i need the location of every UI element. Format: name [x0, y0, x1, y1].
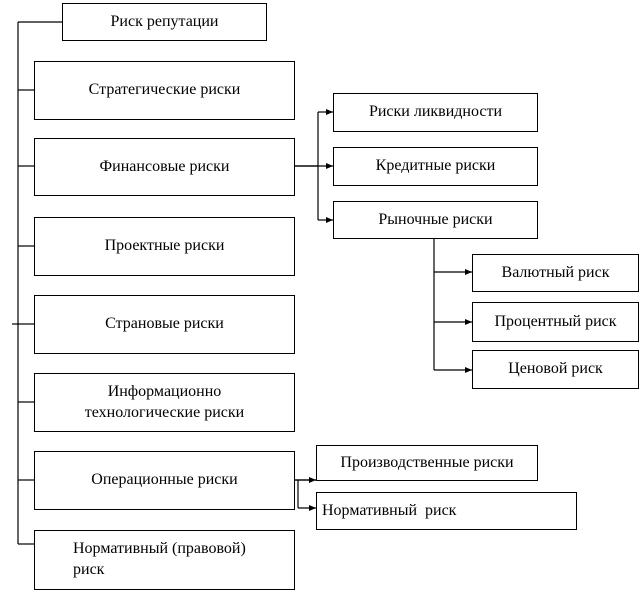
financial-risks-box: Финансовые риски: [34, 138, 295, 196]
market-risks-label: Рыночные риски: [378, 210, 493, 228]
normative-legal-risk-text: Нормативный (правовой) риск: [73, 539, 246, 581]
credit-risks-box: Кредитные риски: [333, 147, 538, 186]
project-risks-label: Проектные риски: [104, 237, 225, 255]
operational-risks-box: Операционные риски: [34, 451, 295, 510]
market-risks-box: Рыночные риски: [333, 201, 538, 239]
normative-risk-label: Нормативный риск: [322, 501, 457, 519]
it-risks-label-line2: технологические риски: [84, 403, 245, 421]
it-risks-text: Информационно технологические риски: [85, 382, 244, 424]
production-risks-box: Производственные риски: [316, 445, 538, 481]
interest-risk-label: Процентный риск: [494, 312, 617, 330]
strategic-risks-box: Стратегические риски: [34, 61, 295, 120]
price-risk-label: Ценовой риск: [508, 360, 603, 378]
currency-risk-label: Валютный риск: [501, 263, 610, 281]
operational-risks-label: Операционные риски: [91, 471, 238, 489]
liquidity-risks-box: Риски ликвидности: [333, 93, 538, 132]
price-risk-box: Ценовой риск: [472, 350, 639, 389]
reputation-risk-box: Риск репутации: [62, 3, 267, 41]
country-risks-box: Страновые риски: [34, 295, 295, 354]
normative-legal-risk-label-line1: Нормативный (правовой): [73, 540, 246, 558]
credit-risks-label: Кредитные риски: [375, 157, 496, 175]
currency-risk-box: Валютный риск: [472, 254, 639, 292]
strategic-risks-label: Стратегические риски: [88, 81, 241, 99]
country-risks-label: Страновые риски: [105, 315, 224, 333]
it-risks-label-line1: Информационно: [107, 382, 222, 400]
interest-risk-box: Процентный риск: [472, 302, 639, 342]
liquidity-risks-label: Риски ликвидности: [368, 103, 503, 121]
project-risks-box: Проектные риски: [34, 217, 295, 276]
financial-risks-label: Финансовые риски: [99, 157, 230, 175]
production-risks-label: Производственные риски: [340, 453, 514, 471]
reputation-risk-label: Риск репутации: [110, 12, 219, 30]
normative-risk-box: Нормативный риск: [316, 492, 577, 530]
normative-legal-risk-box: Нормативный (правовой) риск: [34, 530, 295, 590]
normative-legal-risk-label-line2: риск: [73, 561, 105, 578]
it-risks-box: Информационно технологические риски: [34, 373, 295, 432]
